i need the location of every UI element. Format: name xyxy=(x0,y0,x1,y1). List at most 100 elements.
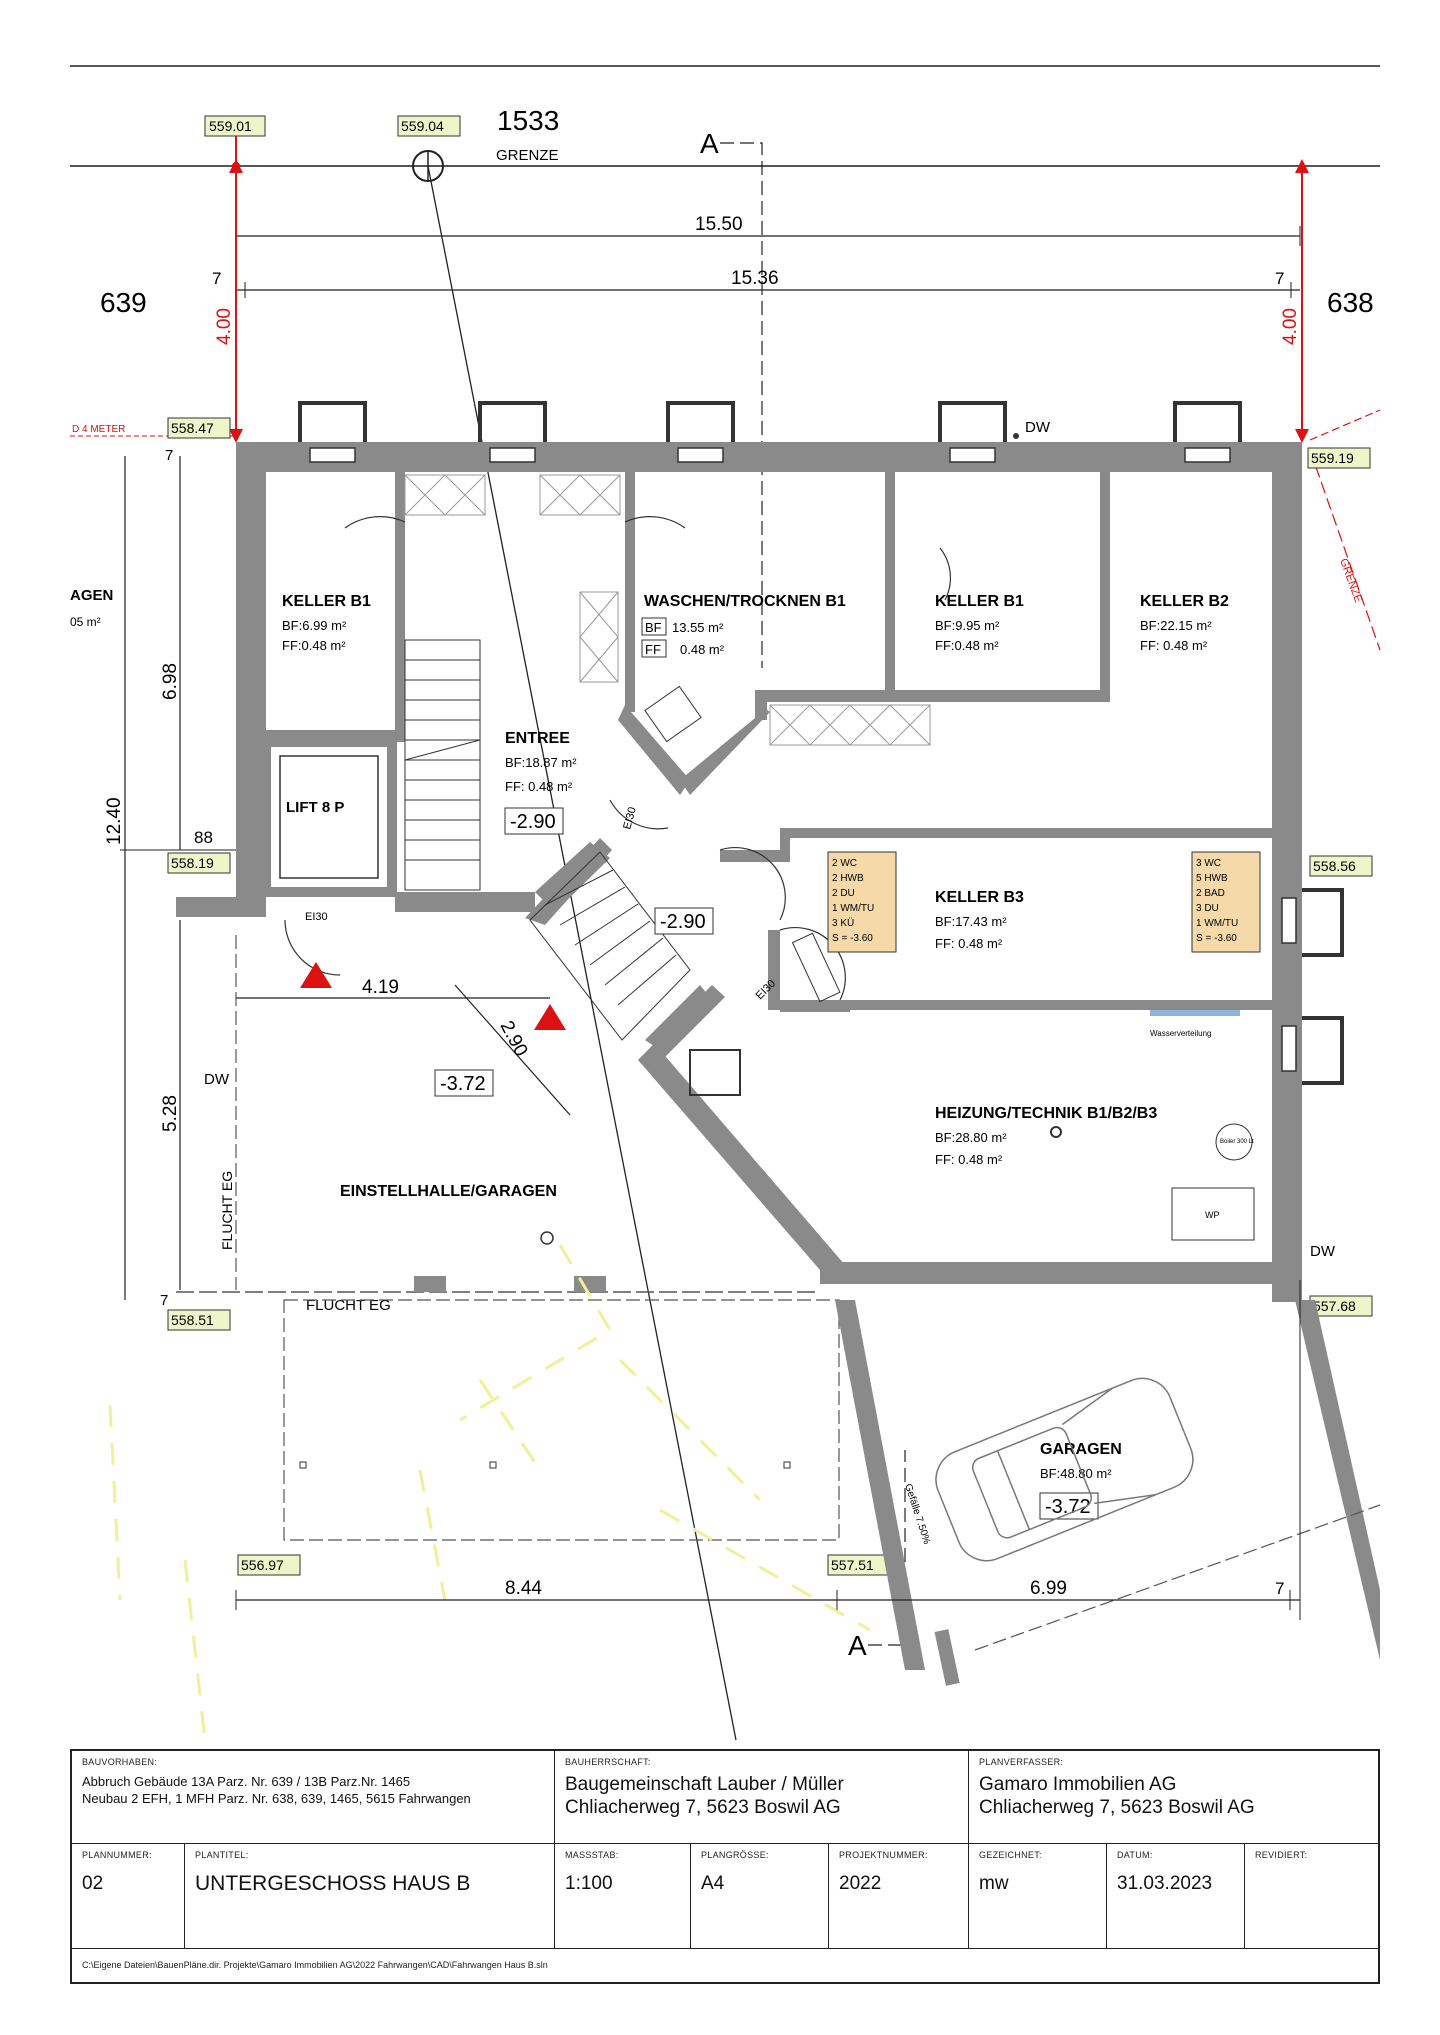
svg-text:559.19: 559.19 xyxy=(1311,450,1354,466)
title-revidiert: REVIDIERT: xyxy=(1245,1844,1380,1949)
sanitary-box-right: 3 WC 5 HWB 2 BAD 3 DU 1 WM/TU S = -3.60 xyxy=(1191,851,1261,953)
svg-text:558.47: 558.47 xyxy=(171,420,214,436)
staircase-diagonal xyxy=(529,851,691,1041)
carport-outline xyxy=(283,1299,840,1541)
svg-text:KELLER B3: KELLER B3 xyxy=(935,889,1024,906)
water-distribution xyxy=(1150,1010,1240,1016)
svg-text:3 WC: 3 WC xyxy=(1196,858,1221,869)
room-entree: ENTREE BF:18.87 m² FF: 0.48 m² xyxy=(505,730,577,794)
dim-depth-total: 12.40 xyxy=(104,797,125,845)
flucht-label-horizontal: FLUCHT EG xyxy=(306,1297,391,1314)
title-projektnummer: PROJEKTNUMMER: 2022 xyxy=(829,1844,969,1949)
svg-text:KELLER B1: KELLER B1 xyxy=(282,593,371,610)
dim-inner-width: 15.36 xyxy=(731,268,779,289)
room-garage-left-partial: AGEN 05 m² xyxy=(70,587,113,629)
elevation-tag: 559.04 xyxy=(397,115,461,137)
dim-290: 2.90 xyxy=(496,1017,532,1060)
svg-text:1 WM/TU: 1 WM/TU xyxy=(832,903,874,914)
downspout-label: DW xyxy=(1025,419,1051,436)
svg-text:559.04: 559.04 xyxy=(401,118,444,134)
dim-boundary-left: 4.00 xyxy=(214,308,235,345)
room-garagen: GARAGEN BF:48.80 m² xyxy=(1040,1441,1122,1481)
section-marker-top: A xyxy=(700,128,719,159)
svg-text:3 DU: 3 DU xyxy=(1196,903,1219,914)
svg-text:0.48 m²: 0.48 m² xyxy=(680,642,725,657)
svg-text:ENTREE: ENTREE xyxy=(505,730,570,747)
elevation-tag: 557.68 xyxy=(1309,1295,1373,1317)
elevation-tag: 557.51 xyxy=(827,1554,891,1576)
flucht-label-vertical: FLUCHT EG xyxy=(219,1171,235,1250)
svg-text:557.68: 557.68 xyxy=(1313,1298,1356,1314)
svg-text:559.01: 559.01 xyxy=(209,118,252,134)
dim-88: 88 xyxy=(194,828,213,847)
room-keller-b1-right: KELLER B1 BF:9.95 m² FF:0.48 m² xyxy=(935,593,1024,653)
car-symbol xyxy=(935,1377,1194,1562)
title-plantitel: PLANTITEL: UNTERGESCHOSS HAUS B xyxy=(185,1844,555,1949)
svg-text:2 WC: 2 WC xyxy=(832,858,857,869)
svg-text:2 BAD: 2 BAD xyxy=(1196,888,1225,899)
elevation-tag: 559.01 xyxy=(204,115,266,170)
svg-text:WASCHEN/TROCKNEN B1: WASCHEN/TROCKNEN B1 xyxy=(644,593,846,610)
parcel-west-number: 639 xyxy=(100,287,147,318)
dim-wall-top-left: 7 xyxy=(165,447,173,464)
svg-text:FF: 0.48 m²: FF: 0.48 m² xyxy=(505,779,573,794)
room-keller-b1-left: KELLER B1 BF:6.99 m² FF:0.48 m² xyxy=(282,593,371,653)
parcel-north-number: 1533 xyxy=(497,105,559,136)
title-planverfasser: PLANVERFASSER: Gamaro Immobilien AG Chli… xyxy=(969,1751,1380,1844)
slope-label: Gefälle 7.50% xyxy=(902,1483,932,1546)
svg-text:AGEN: AGEN xyxy=(70,587,113,604)
title-massstab: MASSSTAB: 1:100 xyxy=(555,1844,691,1949)
door-rating-entree: EI30 xyxy=(621,806,638,831)
svg-text:BF:6.99 m²: BF:6.99 m² xyxy=(282,618,347,633)
water-distribution-label: Wasserverteilung xyxy=(1150,1029,1212,1038)
garage-wall-right xyxy=(1295,1300,1380,1660)
dim-boundary-right: 4.00 xyxy=(1280,308,1301,345)
dim-depth-lower: 5.28 xyxy=(160,1095,181,1132)
storage-shelves xyxy=(404,474,931,746)
svg-text:S = -3.60: S = -3.60 xyxy=(1196,933,1237,944)
dim-bottom-right: 6.99 xyxy=(1030,1578,1067,1599)
svg-text:BF:17.43 m²: BF:17.43 m² xyxy=(935,914,1007,929)
garage-wall-left xyxy=(835,1300,925,1670)
svg-text:2 HWB: 2 HWB xyxy=(832,873,864,884)
sanitary-box-left: 2 WC 2 HWB 2 DU 1 WM/TU 3 KÜ S = -3.60 xyxy=(827,851,897,953)
svg-text:-2.90: -2.90 xyxy=(660,911,706,933)
boiler xyxy=(1215,1123,1253,1161)
fire-marker xyxy=(534,1004,566,1030)
dim-total-width: 15.50 xyxy=(695,214,743,235)
elevation-tag: 558.56 xyxy=(1309,855,1373,877)
svg-text:FF: 0.48 m²: FF: 0.48 m² xyxy=(935,1152,1003,1167)
svg-text:FF: 0.48 m²: FF: 0.48 m² xyxy=(935,936,1003,951)
room-keller-b2: KELLER B2 BF:22.15 m² FF: 0.48 m² xyxy=(1140,593,1229,653)
level-marker: -2.90 xyxy=(504,807,564,835)
svg-text:558.56: 558.56 xyxy=(1313,858,1356,874)
section-line-top xyxy=(720,142,763,668)
dim-bottom-left: 8.44 xyxy=(505,1578,542,1599)
svg-text:BF:9.95 m²: BF:9.95 m² xyxy=(935,618,1000,633)
svg-text:FF:0.48 m²: FF:0.48 m² xyxy=(935,638,999,653)
elevation-tag: 556.97 xyxy=(237,1554,301,1576)
fire-marker xyxy=(300,962,332,988)
washing-machine xyxy=(644,685,702,743)
door-rating-lift: EI30 xyxy=(305,911,328,923)
svg-text:556.97: 556.97 xyxy=(241,1557,284,1573)
section-marker-bottom: A xyxy=(848,1630,867,1661)
svg-text:BF:18.87 m²: BF:18.87 m² xyxy=(505,755,577,770)
staircase-upper xyxy=(404,639,481,891)
title-datum: DATUM: 31.03.2023 xyxy=(1107,1844,1245,1949)
level-marker: -3.72 xyxy=(434,1069,494,1097)
svg-text:BF:28.80 m²: BF:28.80 m² xyxy=(935,1130,1007,1145)
title-block: BAUVORHABEN: Abbruch Gebäude 13A Parz. N… xyxy=(70,1749,1380,1984)
room-waschen: WASCHEN/TROCKNEN B1 BF 13.55 m² FF 0.48 … xyxy=(641,593,846,658)
svg-text:-3.72: -3.72 xyxy=(1045,1496,1091,1518)
title-plannummer: PLANNUMMER: 02 xyxy=(72,1844,185,1949)
svg-text:BF:22.15 m²: BF:22.15 m² xyxy=(1140,618,1212,633)
svg-text:5 HWB: 5 HWB xyxy=(1196,873,1228,884)
file-path: C:\Eigene Dateien\BauenPläne.dir. Projek… xyxy=(82,1960,548,1970)
svg-text:-2.90: -2.90 xyxy=(510,811,556,833)
svg-text:13.55 m²: 13.55 m² xyxy=(672,620,724,635)
boundary-distance-note: D 4 METER xyxy=(72,424,125,435)
heat-pump-label: WP xyxy=(1205,1210,1220,1220)
svg-text:HEIZUNG/TECHNIK B1/B2/B3: HEIZUNG/TECHNIK B1/B2/B3 xyxy=(935,1105,1157,1122)
